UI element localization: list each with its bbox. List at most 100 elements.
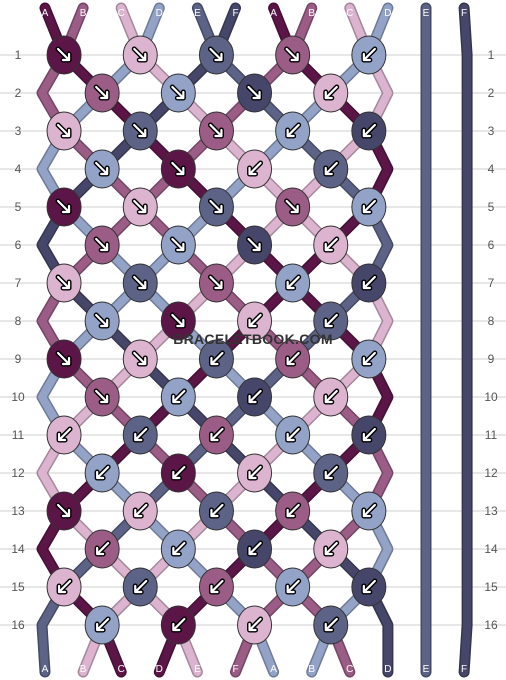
column-label: B: [80, 664, 87, 675]
row-label: 14: [484, 542, 498, 556]
arrow-icon: [134, 579, 148, 594]
arrow-icon: [362, 351, 376, 366]
knot: [122, 187, 158, 227]
row-label: 3: [488, 124, 495, 138]
knot: [198, 263, 234, 303]
arrow-icon: [56, 123, 71, 138]
arrow-icon: [210, 351, 224, 366]
arrow-icon: [286, 275, 300, 290]
knot-nodes: [46, 35, 387, 645]
arrow-icon: [56, 351, 71, 366]
knot: [237, 605, 273, 645]
knot: [84, 149, 120, 189]
row-label: 5: [488, 200, 495, 214]
row-label: 15: [484, 580, 498, 594]
row-label: 10: [484, 390, 498, 404]
column-label: E: [194, 664, 201, 675]
row-label: 12: [484, 466, 498, 480]
arrow-icon: [209, 123, 223, 138]
arrow-icon: [133, 199, 147, 214]
arrow-icon: [324, 541, 338, 556]
knot: [46, 187, 82, 227]
knot: [160, 529, 196, 569]
row-label: 11: [12, 428, 25, 442]
knot: [351, 415, 387, 455]
arrow-icon: [324, 313, 338, 328]
knot: [275, 35, 311, 75]
arrow-icon: [134, 503, 148, 518]
knot: [313, 73, 349, 113]
knot: [122, 415, 158, 455]
arrow-icon: [247, 85, 261, 100]
row-label: 9: [15, 352, 22, 366]
knot: [237, 529, 273, 569]
arrow-icon: [171, 161, 185, 176]
arrow-icon: [57, 579, 72, 594]
column-label: C: [346, 8, 353, 19]
arrow-icon: [134, 427, 148, 442]
knot: [198, 187, 234, 227]
column-label: A: [42, 8, 49, 19]
knot: [198, 35, 234, 75]
column-label: E: [423, 8, 430, 19]
column-label: A: [42, 664, 49, 675]
knot: [160, 149, 196, 189]
knot: [198, 415, 234, 455]
arrow-icon: [95, 313, 109, 328]
row-label: 5: [15, 200, 22, 214]
knot: [122, 491, 158, 531]
column-label: A: [270, 664, 277, 675]
knot: [160, 605, 196, 645]
arrow-icon: [172, 617, 186, 632]
arrow-icon: [172, 465, 186, 480]
knot: [313, 301, 349, 341]
knot: [46, 491, 82, 531]
knot: [160, 301, 196, 341]
arrow-icon: [248, 389, 262, 404]
row-label: 14: [11, 542, 25, 556]
knot: [275, 187, 311, 227]
arrow-icon: [209, 275, 223, 290]
knot: [198, 491, 234, 531]
row-label: 16: [11, 618, 25, 632]
knot: [84, 301, 120, 341]
knot: [237, 73, 273, 113]
knot: [46, 415, 82, 455]
arrow-icon: [324, 389, 338, 404]
row-label: 8: [488, 314, 495, 328]
arrow-icon: [96, 465, 110, 480]
arrow-icon: [56, 275, 71, 290]
row-label: 2: [15, 86, 22, 100]
column-label: A: [270, 8, 277, 19]
row-label: 15: [11, 580, 25, 594]
arrow-icon: [172, 541, 186, 556]
row-label: 7: [15, 276, 22, 290]
arrow-icon: [248, 617, 262, 632]
arrow-icon: [362, 275, 376, 290]
row-label: 13: [484, 504, 498, 518]
row-label: 6: [488, 238, 495, 252]
knot: [84, 225, 120, 265]
knot: [46, 35, 82, 75]
column-label: F: [232, 8, 238, 19]
column-label: D: [156, 8, 163, 19]
row-label: 13: [11, 504, 25, 518]
knot: [351, 339, 387, 379]
knot: [275, 567, 311, 607]
arrow-icon: [362, 427, 376, 442]
arrow-icon: [286, 579, 300, 594]
column-label: E: [194, 8, 201, 19]
knot: [84, 529, 120, 569]
row-label: 6: [15, 238, 22, 252]
row-label: 10: [11, 390, 25, 404]
arrow-icon: [286, 351, 300, 366]
row-label: 4: [488, 162, 495, 176]
row-label: 9: [488, 352, 495, 366]
arrow-icon: [362, 47, 376, 62]
column-label: D: [384, 8, 391, 19]
knot: [84, 605, 120, 645]
column-label: F: [461, 8, 467, 19]
knot: [160, 453, 196, 493]
